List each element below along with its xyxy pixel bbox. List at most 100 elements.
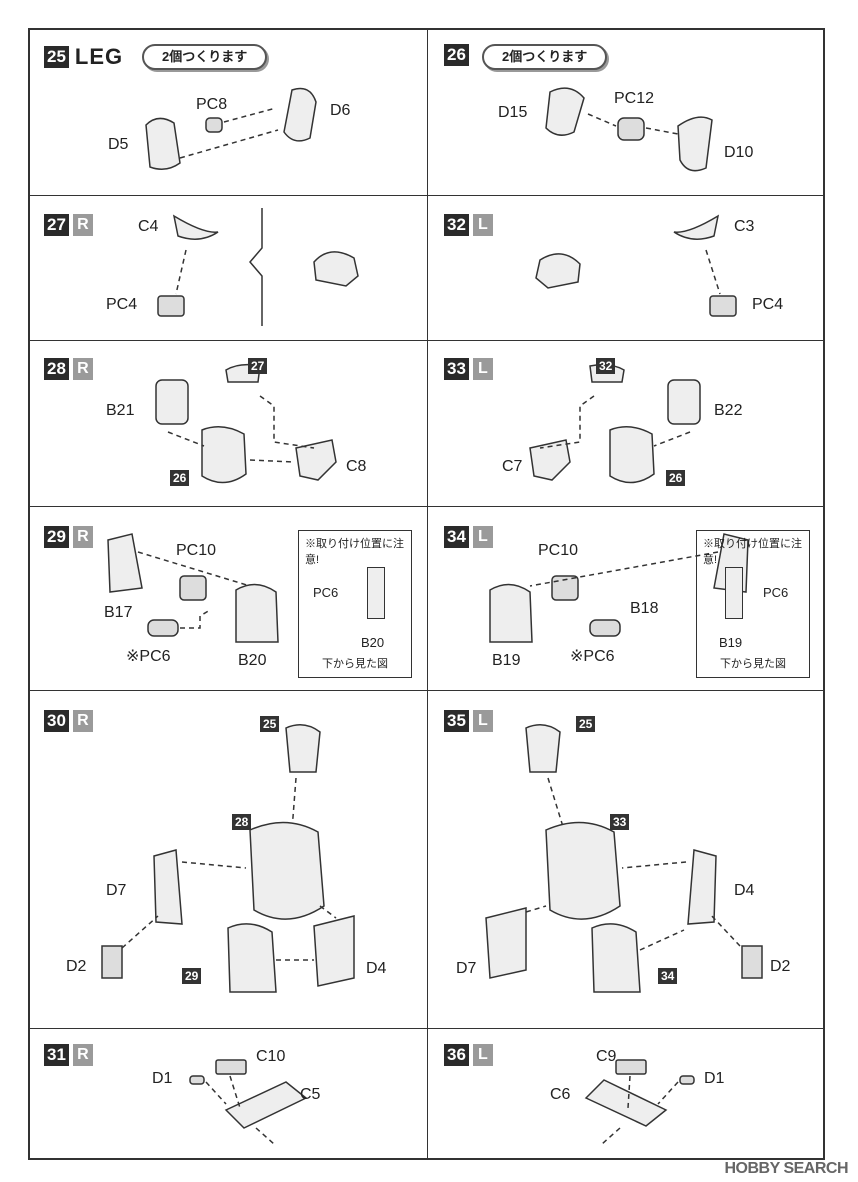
step-31-header: 31 R [44,1044,93,1066]
part-label: B20 [361,635,385,650]
part-label: PC8 [196,96,228,113]
step-26-header: 26 [444,44,469,66]
part-label: D5 [108,136,129,153]
part-label: C6 [550,1086,571,1103]
step-number: 30 [44,710,69,732]
side-badge: R [72,214,93,236]
make-two-note: 2個つくります [482,44,608,70]
step-reference: 28 [232,814,252,830]
part-label: PC12 [614,90,655,107]
part-label: B17 [104,604,133,621]
make-two-note: 2個つくります [142,44,268,70]
step-reference: 29 [182,968,202,984]
part-figure [725,567,743,619]
bottom-view-caption: 下から見た図 [322,658,388,670]
part-label: PC4 [106,296,138,313]
step-number: 28 [44,358,69,380]
step-32-header: 32 L [444,214,493,236]
part-label: PC6 [763,585,789,600]
step-25-header: 25 LEG [44,44,123,70]
attention-note: ※取り付け位置に注意! [703,538,802,566]
part-label: D1 [152,1070,173,1087]
step-reference: 34 [658,968,678,984]
part-label: C3 [734,218,755,235]
row-divider [30,690,823,691]
step-reference: 25 [576,716,596,732]
part-label: B21 [106,402,135,419]
step-reference: 32 [596,358,616,374]
part-label: B22 [714,402,743,419]
step-number: 36 [444,1044,469,1066]
side-badge: R [72,1044,93,1066]
part-label: D2 [770,958,791,975]
row-divider [30,195,823,196]
step-30-header: 30 R [44,710,93,732]
side-badge: L [472,526,493,548]
attention-box: ※取り付け位置に注意! PC6 B19 下から見た図 [696,530,810,678]
parts-illustrations [101,87,763,1145]
step-number: 32 [444,214,469,236]
step-27-header: 27 R [44,214,93,236]
step-number: 31 [44,1044,69,1066]
part-label: D10 [724,144,754,161]
part-label: C9 [596,1048,617,1065]
side-badge: L [472,710,493,732]
part-label: D1 [704,1070,725,1087]
row-divider [30,506,823,507]
step-reference: 33 [610,814,630,830]
part-label: C8 [346,458,367,475]
step-36-header: 36 L [444,1044,493,1066]
side-badge: R [72,526,93,548]
part-label: PC10 [538,542,579,559]
step-number: 25 [44,46,69,68]
step-number: 29 [44,526,69,548]
side-badge: R [72,358,93,380]
part-label: B19 [492,652,521,669]
part-label: D4 [734,882,755,899]
part-label: B19 [719,635,743,650]
step-reference: 26 [666,470,686,486]
column-divider [427,30,428,1158]
step-number: 34 [444,526,469,548]
instruction-sheet: 25 LEG 2個つくります PC8 D6 D5 26 2個つくります PC12… [28,28,825,1160]
part-label: D7 [456,960,477,977]
row-divider [30,1028,823,1029]
side-badge: L [472,214,493,236]
part-label: ※PC6 [570,648,615,665]
part-label: D4 [366,960,387,977]
bottom-view-caption: 下から見た図 [720,658,786,670]
part-label: PC6 [313,585,339,600]
row-divider [30,340,823,341]
part-label: C10 [256,1048,286,1065]
part-label: D6 [330,102,351,119]
attention-note: ※取り付け位置に注意! [305,538,404,566]
watermark: HOBBY SEARCH [724,1160,849,1177]
part-label: C7 [502,458,523,475]
step-reference: 26 [170,470,190,486]
step-35-header: 35 L [444,710,493,732]
part-label: ※PC6 [126,648,171,665]
part-label: D2 [66,958,87,975]
side-badge: L [472,1044,493,1066]
part-label: PC10 [176,542,217,559]
part-label: B20 [238,652,267,669]
part-label: D7 [106,882,127,899]
part-label: C4 [138,218,159,235]
part-label: D15 [498,104,528,121]
step-reference: 27 [248,358,268,374]
step-29-header: 29 R [44,526,93,548]
attention-box: ※取り付け位置に注意! PC6 B20 下から見た図 [298,530,412,678]
step-reference: 25 [260,716,280,732]
step-number: 26 [444,44,469,66]
step-number: 33 [444,358,469,380]
side-badge: L [472,358,493,380]
part-label: B18 [630,600,659,617]
part-figure [367,567,385,619]
section-title: LEG [74,44,124,69]
step-28-header: 28 R [44,358,93,380]
step-number: 27 [44,214,69,236]
side-badge: R [72,710,93,732]
step-34-header: 34 L [444,526,493,548]
part-label: PC4 [752,296,784,313]
part-label: C5 [300,1086,321,1103]
